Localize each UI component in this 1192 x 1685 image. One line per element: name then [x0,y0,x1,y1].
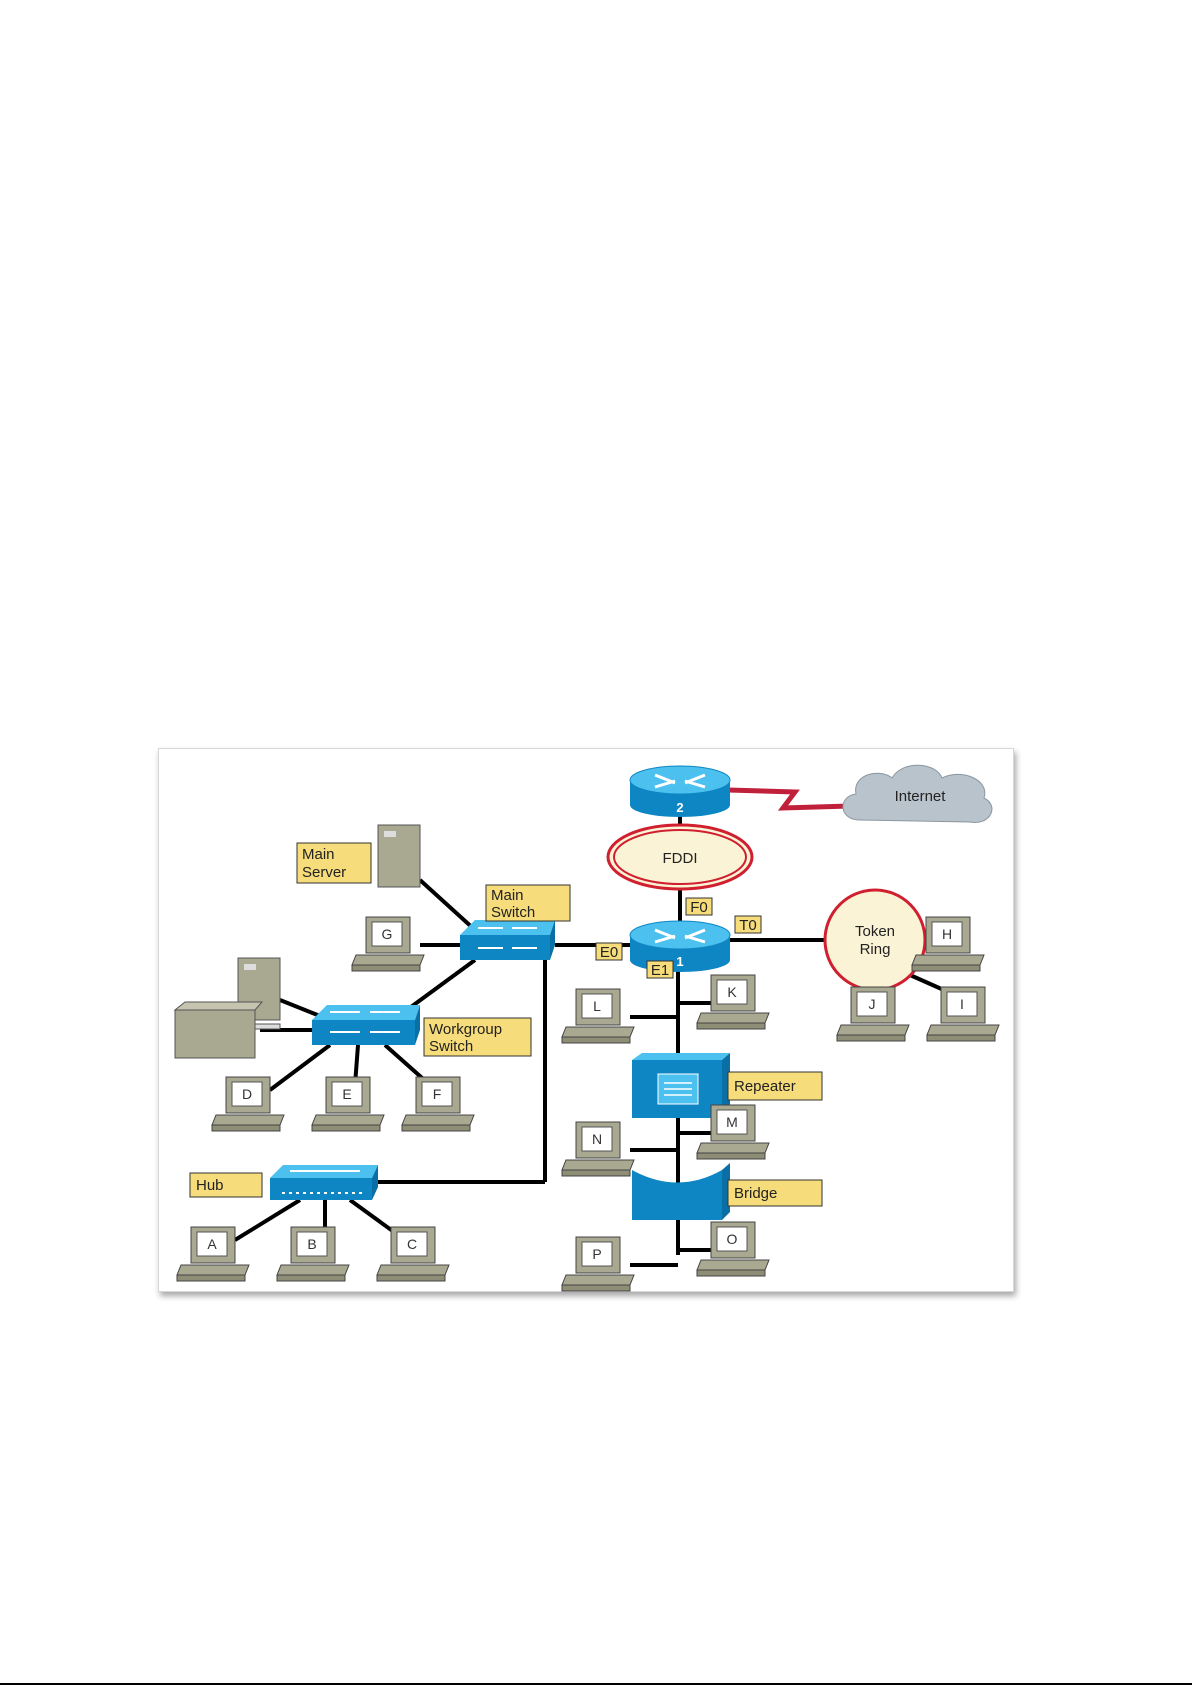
router-2-icon: 2 [629,765,731,817]
computer-label: P [592,1246,601,1262]
workgroup-switch-icon [312,1005,420,1045]
main-server-label: Main Server [296,842,372,884]
workgroup-switch-label: Workgroup Switch [423,1017,532,1057]
main-switch-label-2: Switch [491,904,535,921]
computer-i-icon: I [926,986,1000,1042]
interface-f0: F0 [685,897,713,916]
computer-f-icon: F [401,1076,475,1132]
f0-label: F0 [690,899,708,916]
computer-label: N [592,1131,602,1147]
hub-label: Hub [189,1172,263,1198]
token-ring: Token Ring [823,888,927,992]
token-ring-label-2: Ring [860,941,891,958]
main-server-label-2: Server [302,864,346,881]
computer-o-icon: O [696,1221,770,1277]
repeater-label-text: Repeater [734,1078,796,1095]
computer-c-icon: C [376,1226,450,1282]
interface-t0: T0 [734,915,762,934]
main-switch-label-1: Main [491,887,524,904]
bridge-icon [632,1163,730,1220]
computer-label: D [242,1086,252,1102]
e1-label: E1 [651,962,669,979]
internet-label: Internet [895,788,947,805]
workgroup-switch-label-1: Workgroup [429,1021,502,1038]
interface-e0: E0 [595,942,623,961]
computer-label: L [593,998,601,1014]
fddi-ring: FDDI [606,823,754,891]
computer-label: K [727,984,737,1000]
computer-l-icon: L [561,988,635,1044]
computer-label: B [307,1236,316,1252]
computer-b-icon: B [276,1226,350,1282]
main-server-icon [377,824,421,888]
t0-label: T0 [739,917,757,934]
computer-label: J [869,996,876,1012]
computer-label: E [342,1086,351,1102]
computer-a-icon: A [176,1226,250,1282]
computer-k-icon: K [696,974,770,1030]
computer-p-icon: P [561,1236,635,1292]
computer-label: H [942,926,952,942]
computer-g-icon: G [351,916,425,972]
interface-e1: E1 [646,960,674,979]
footer-rule [0,1683,1192,1685]
computer-label: I [960,996,964,1012]
computer-j-icon: J [836,986,910,1042]
main-switch-icon [460,920,555,960]
hub-label-text: Hub [196,1177,224,1194]
wan-link [727,787,851,811]
e0-label: E0 [600,944,618,961]
internet-cloud-icon: Internet [842,764,993,823]
computer-label: M [726,1114,738,1130]
fddi-label: FDDI [663,850,698,867]
token-ring-label-1: Token [855,923,895,940]
computer-h-icon: H [911,916,985,972]
router-1-number: 1 [676,954,683,969]
workgroup-switch-label-2: Switch [429,1038,473,1055]
computer-n-icon: N [561,1121,635,1177]
router-1-icon: 1 [629,920,731,972]
computer-label: G [382,926,393,942]
repeater-icon [632,1053,730,1118]
bridge-label-text: Bridge [734,1185,777,1202]
main-switch-label: Main Switch [485,884,571,922]
computer-label: O [727,1231,738,1247]
computer-label: C [407,1236,417,1252]
computer-m-icon: M [696,1104,770,1160]
repeater-label: Repeater [727,1071,823,1101]
router-2-number: 2 [676,800,683,815]
computer-label: F [433,1086,442,1102]
printer-icon [173,1001,281,1059]
computer-d-icon: D [211,1076,285,1132]
computer-e-icon: E [311,1076,385,1132]
bridge-label: Bridge [727,1179,823,1207]
main-server-label-1: Main [302,846,335,863]
host-computers: A B C D E F G H I J K L M N O P [176,916,1000,1292]
hub-icon [270,1165,378,1200]
computer-label: A [207,1236,217,1252]
